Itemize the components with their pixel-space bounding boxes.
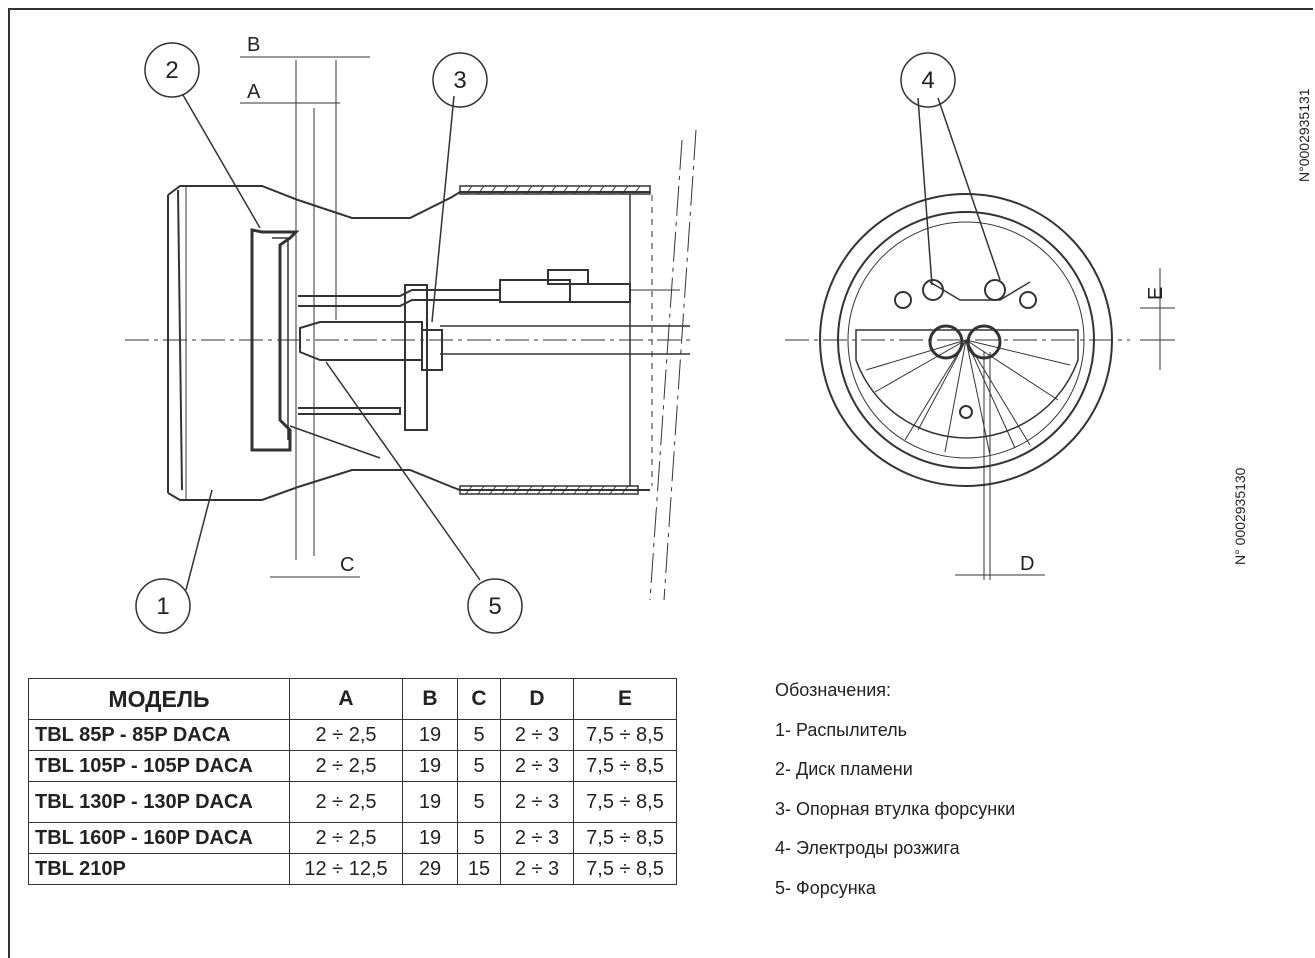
dimension-table: МОДЕЛЬ A B C D E TBL 85P - 85P DACA 2 ÷ …	[28, 678, 677, 885]
cell-d: 2 ÷ 3	[500, 822, 574, 854]
cell-e: 7,5 ÷ 8,5	[573, 781, 677, 823]
drawing-frame	[8, 8, 1313, 958]
cell-c: 5	[457, 822, 501, 854]
dim-label-a: A	[247, 81, 261, 103]
dim-label-d: D	[1020, 553, 1034, 575]
cell-model: TBL 85P - 85P DACA	[28, 719, 290, 751]
dim-label-c: C	[340, 554, 354, 576]
col-header-model: МОДЕЛЬ	[28, 678, 290, 720]
cell-d: 2 ÷ 3	[500, 853, 574, 885]
legend: Обозначения: 1- Распылитель 2- Диск плам…	[775, 680, 1015, 917]
table-row: TBL 105P - 105P DACA 2 ÷ 2,5 19 5 2 ÷ 3 …	[28, 750, 677, 782]
side-view	[125, 56, 697, 601]
table-row: TBL 210P 12 ÷ 12,5 29 15 2 ÷ 3 7,5 ÷ 8,5	[28, 853, 677, 885]
cell-e: 7,5 ÷ 8,5	[573, 853, 677, 885]
table-row: TBL 130P - 130P DACA 2 ÷ 2,5 19 5 2 ÷ 3 …	[28, 781, 677, 823]
cell-a: 2 ÷ 2,5	[289, 750, 403, 782]
cell-b: 19	[402, 781, 458, 823]
callout-4: 4	[921, 67, 934, 94]
legend-item: 3- Опорная втулка форсунки	[775, 798, 1016, 819]
cell-d: 2 ÷ 3	[500, 781, 574, 823]
callout-circles	[135, 42, 956, 634]
legend-item: 1- Распылитель	[775, 719, 908, 740]
cell-b: 29	[402, 853, 458, 885]
col-header-d: D	[500, 678, 574, 720]
cell-model: TBL 105P - 105P DACA	[28, 750, 290, 782]
table-row: TBL 160P - 160P DACA 2 ÷ 2,5 19 5 2 ÷ 3 …	[28, 822, 677, 854]
cell-d: 2 ÷ 3	[500, 719, 574, 751]
cell-a: 2 ÷ 2,5	[289, 719, 403, 751]
callout-1: 1	[156, 593, 169, 620]
legend-title: Обозначения:	[775, 680, 892, 700]
front-view	[785, 97, 1175, 580]
cell-d: 2 ÷ 3	[500, 750, 574, 782]
cell-c: 15	[457, 853, 501, 885]
cell-b: 19	[402, 750, 458, 782]
table-row: TBL 85P - 85P DACA 2 ÷ 2,5 19 5 2 ÷ 3 7,…	[28, 719, 677, 751]
cell-model: TBL 130P - 130P DACA	[28, 781, 290, 823]
dim-label-e: E	[1145, 287, 1167, 300]
cell-a: 2 ÷ 2,5	[289, 822, 403, 854]
cell-e: 7,5 ÷ 8,5	[573, 719, 677, 751]
cell-e: 7,5 ÷ 8,5	[573, 750, 677, 782]
drawing-code-top: N°0002935131	[1296, 88, 1312, 182]
cell-model: TBL 210P	[28, 853, 290, 885]
table-header-row: МОДЕЛЬ A B C D E	[28, 678, 677, 720]
callout-5: 5	[488, 593, 501, 620]
callout-2: 2	[165, 57, 178, 84]
cell-c: 5	[457, 719, 501, 751]
legend-item: 4- Электроды розжига	[775, 838, 960, 858]
legend-item: 5- Форсунка	[775, 877, 876, 898]
legend-item: 2- Диск пламени	[775, 759, 913, 779]
col-header-a: A	[289, 678, 403, 720]
cell-e: 7,5 ÷ 8,5	[573, 822, 677, 854]
cell-c: 5	[457, 781, 501, 823]
col-header-e: E	[573, 678, 677, 720]
cell-model: TBL 160P - 160P DACA	[28, 822, 290, 854]
cell-b: 19	[402, 719, 458, 751]
cell-b: 19	[402, 822, 458, 854]
col-header-c: C	[457, 678, 501, 720]
callout-3: 3	[453, 67, 466, 94]
col-header-b: B	[402, 678, 458, 720]
cell-a: 12 ÷ 12,5	[289, 853, 403, 885]
drawing-code-right: N° 0002935130	[1232, 467, 1248, 565]
cell-a: 2 ÷ 2,5	[289, 781, 403, 823]
dim-label-b: B	[247, 34, 260, 56]
cell-c: 5	[457, 750, 501, 782]
